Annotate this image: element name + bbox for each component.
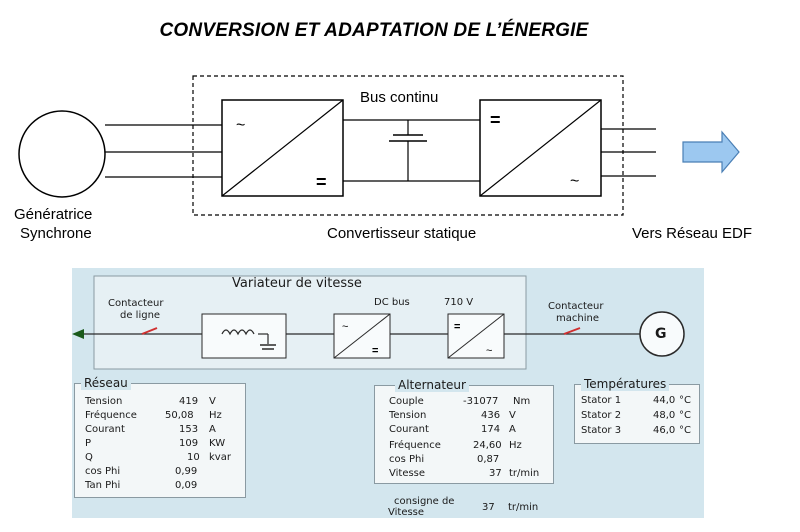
alternateur-label: Couple bbox=[389, 396, 424, 407]
machine-contactor-label-1: Contacteur bbox=[548, 301, 604, 312]
page-title: CONVERSION ET ADAPTATION DE L’ÉNERGIE bbox=[159, 20, 589, 41]
temperature-value: 44,0 bbox=[653, 395, 676, 406]
temperature-label: Stator 2 bbox=[581, 410, 622, 421]
alternateur-unit: Hz bbox=[509, 440, 522, 451]
dc-bus-value: 710 V bbox=[444, 297, 474, 308]
line-contactor-label-1: Contacteur bbox=[108, 298, 164, 309]
reseau-box: Réseau Tension 419 V Fréquence 50,08 Hz … bbox=[74, 376, 246, 498]
machine-contactor-switch bbox=[563, 327, 581, 335]
alternateur-label: Tension bbox=[389, 410, 427, 421]
variator-title: Variateur de vitesse bbox=[232, 276, 362, 291]
line-contactor-label-2: de ligne bbox=[120, 310, 161, 321]
conversion-diagram: ~ = = ~ bbox=[18, 75, 740, 216]
alternateur-value: -31077 bbox=[463, 396, 499, 407]
hmi-screenshot: ~ = = ~ G Variateur de vitesse Contacteu… bbox=[72, 268, 704, 518]
reseau-value: 50,08 bbox=[165, 410, 194, 421]
reseau-unit: KW bbox=[209, 438, 226, 449]
svg-text:~: ~ bbox=[486, 345, 492, 357]
reseau-unit: V bbox=[209, 396, 216, 407]
reseau-value: 419 bbox=[179, 396, 199, 407]
reseau-label: cos Phi bbox=[85, 466, 121, 477]
temperature-label: Stator 3 bbox=[581, 425, 622, 436]
generator-label-2: Synchrone bbox=[20, 225, 92, 242]
reseau-title: Réseau bbox=[81, 376, 131, 390]
reseau-unit: kvar bbox=[209, 452, 231, 463]
rectifier-ac-symbol: ~ bbox=[236, 117, 245, 134]
reseau-unit: A bbox=[209, 424, 216, 435]
temperature-label: Stator 1 bbox=[581, 395, 622, 406]
consigne-unit: tr/min bbox=[508, 502, 539, 513]
reseau-label: Tension bbox=[85, 396, 123, 407]
reseau-label: Tan Phi bbox=[85, 480, 121, 491]
alternateur-value: 37 bbox=[489, 468, 502, 479]
temperature-unit: °C bbox=[679, 410, 691, 421]
inductor-icon bbox=[221, 329, 255, 336]
generator-circle bbox=[18, 110, 106, 198]
hmi-line-arrow-icon bbox=[72, 329, 84, 339]
svg-text:=: = bbox=[372, 345, 378, 357]
alternateur-label: cos Phi bbox=[389, 454, 425, 465]
temperature-value: 48,0 bbox=[653, 410, 676, 421]
alternateur-unit: tr/min bbox=[509, 468, 540, 479]
alternateur-box: Alternateur Couple -31077 Nm Tension 436… bbox=[374, 378, 554, 484]
alternateur-unit: A bbox=[509, 424, 516, 435]
reseau-value: 0,99 bbox=[175, 466, 198, 477]
converter-enclosure bbox=[192, 75, 624, 216]
hmi-generator-circle bbox=[639, 311, 685, 357]
rectifier-diagonal bbox=[221, 99, 344, 197]
temperatures-box: Températures Stator 1 44,0 °C Stator 2 4… bbox=[574, 377, 700, 444]
filter-block bbox=[201, 313, 287, 359]
hmi-generator-symbol: G bbox=[655, 326, 667, 342]
converter-label: Convertisseur statique bbox=[327, 225, 477, 242]
reseau-label: Courant bbox=[85, 424, 125, 435]
inverter-dc-symbol: = bbox=[490, 110, 501, 130]
temperature-unit: °C bbox=[679, 395, 691, 406]
reseau-value: 109 bbox=[179, 438, 199, 449]
reseau-label: Q bbox=[85, 452, 93, 463]
inverter-diagonal bbox=[479, 99, 602, 197]
reseau-label: P bbox=[85, 438, 92, 449]
alternateur-value: 0,87 bbox=[477, 454, 500, 465]
reseau-value: 10 bbox=[187, 452, 200, 463]
temperature-unit: °C bbox=[679, 425, 691, 436]
alternateur-label: Courant bbox=[389, 424, 429, 435]
reseau-value: 153 bbox=[179, 424, 199, 435]
dc-bus-label: DC bus bbox=[374, 297, 410, 308]
alternateur-unit: Nm bbox=[513, 396, 531, 407]
alternateur-unit: V bbox=[509, 410, 516, 421]
line-contactor-switch bbox=[141, 327, 158, 335]
grid-arrow-icon bbox=[682, 130, 740, 174]
alternateur-label: Vitesse bbox=[389, 468, 426, 479]
alternateur-label: Fréquence bbox=[389, 440, 441, 451]
rectifier-dc-symbol: = bbox=[316, 172, 327, 192]
consigne-value: 37 bbox=[482, 502, 495, 513]
grid-label: Vers Réseau EDF bbox=[632, 225, 753, 242]
hmi-variator-schematic: ~ = = ~ bbox=[72, 275, 685, 370]
consigne-label-1: consigne de bbox=[394, 496, 455, 507]
temperature-value: 46,0 bbox=[653, 425, 676, 436]
consigne-label-2: Vitesse bbox=[388, 507, 425, 518]
bus-label: Bus continu bbox=[360, 89, 439, 106]
reseau-label: Fréquence bbox=[85, 410, 137, 421]
machine-contactor-label-2: machine bbox=[556, 313, 599, 324]
generator-label-1: Génératrice bbox=[14, 206, 93, 223]
alternateur-value: 24,60 bbox=[473, 440, 502, 451]
reseau-value: 0,09 bbox=[175, 480, 198, 491]
svg-text:=: = bbox=[454, 321, 460, 333]
temperatures-title: Températures bbox=[581, 377, 670, 391]
inverter-ac-symbol: ~ bbox=[570, 173, 579, 190]
reseau-unit: Hz bbox=[209, 410, 222, 421]
alternateur-value: 436 bbox=[481, 410, 501, 421]
alternateur-value: 174 bbox=[481, 424, 501, 435]
alternateur-title: Alternateur bbox=[395, 378, 469, 392]
svg-text:~: ~ bbox=[342, 321, 348, 333]
